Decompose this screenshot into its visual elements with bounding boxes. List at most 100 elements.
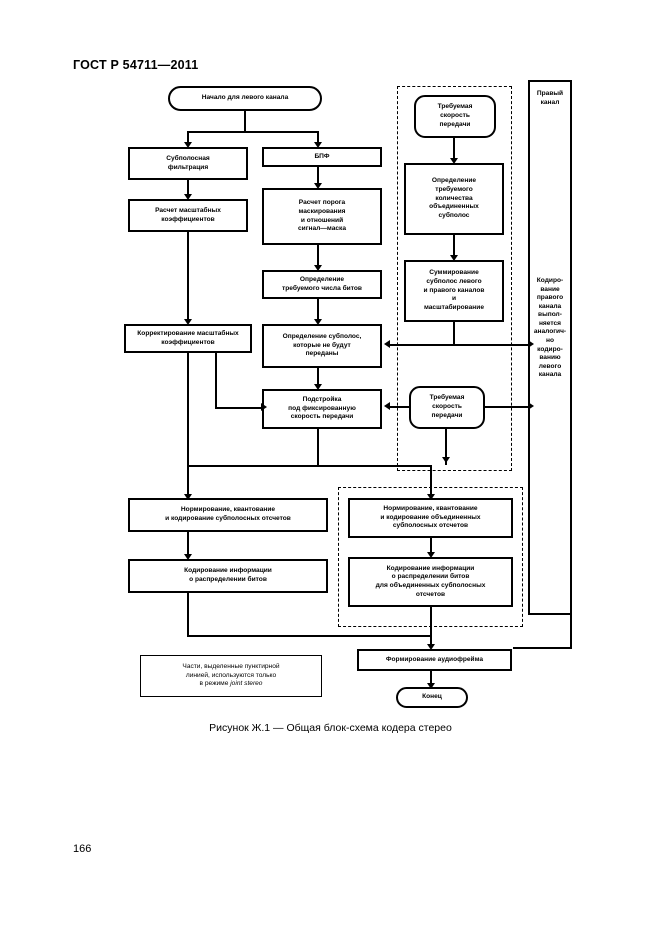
connector-norm-to-bitalloc	[187, 532, 190, 556]
arrow-to-correct-scale	[184, 319, 192, 325]
connector-correct-right-down	[215, 353, 218, 409]
arrow-to-subbands-not-sent	[314, 319, 322, 325]
node-required-bits-label: Определение требуемого числа битов	[282, 275, 362, 292]
connector-rate-mid-to-tuning	[390, 406, 411, 409]
connector-masking-to-bits	[317, 245, 320, 267]
node-start: Начало для левого канала	[168, 86, 322, 111]
arrow-rate-mid-to-right-channel	[528, 402, 534, 410]
connector-joined-norm-to-bitalloc	[430, 538, 433, 554]
node-sum-subbands-label: Суммирование субполос левого и правого к…	[423, 269, 485, 312]
connector-frame-to-end	[430, 671, 433, 685]
node-required-joined-subbands: Определение требуемого количества объеди…	[404, 163, 504, 235]
connector-split-right	[317, 131, 320, 144]
node-required-joined-subbands-label: Определение требуемого количества объеди…	[429, 177, 479, 220]
node-code-bit-allocation-joined: Кодирование информации о распределении б…	[348, 557, 513, 607]
connector-rate-mid-down	[445, 429, 448, 465]
node-end-label: Конец	[422, 693, 442, 701]
connector-correct-right-across	[215, 407, 263, 410]
dashed-region-top	[397, 86, 512, 471]
arrow-to-fixed-rate-tuning	[314, 384, 322, 390]
connector-bits-to-subbands-not-sent	[317, 299, 320, 321]
node-required-bits: Определение требуемого числа битов	[262, 270, 382, 299]
node-code-bit-allocation-joined-label: Кодирование информации о распределении б…	[375, 564, 486, 598]
connector-sum-right-to-channel	[453, 344, 530, 347]
node-norm-quant-code-joined-label: Нормирование, квантование и кодирование …	[380, 504, 481, 530]
node-norm-quant-code-subband: Нормирование, квантование и кодирование …	[128, 498, 328, 532]
connector-split-bar	[187, 131, 319, 134]
connector-bottom-bus	[187, 465, 432, 468]
legend-note-main: Части, выделенные пунктирной линией, исп…	[182, 662, 280, 688]
arrow-to-scale-factors	[184, 194, 192, 200]
arrow-rate-mid-to-tuning	[384, 402, 390, 410]
legend-note-text: Части, выделенные пунктирной линией, исп…	[182, 663, 279, 689]
node-required-rate-top: Требуемая скорость передачи	[414, 95, 496, 138]
connector-notsent-to-tuning	[317, 368, 320, 386]
node-correct-scale-factors-label: Корректирование масштабных коэффициентов	[137, 329, 239, 346]
node-right-channel: Правый канал Кодиро- вание правого канал…	[528, 80, 572, 615]
node-fft-label: БПФ	[314, 152, 330, 160]
connector-start-down	[244, 111, 247, 133]
arrow-to-norm-quant-subband	[184, 494, 192, 500]
connector-right-channel-to-frame	[513, 647, 572, 650]
right-channel-title: Правый канал	[536, 90, 564, 106]
connector-scale-to-correct	[187, 232, 190, 320]
connector-sum-to-notsent	[390, 344, 455, 347]
arrow-to-required-joined-subbands	[450, 158, 458, 164]
connector-bitalloc-to-frame-bus	[187, 635, 430, 638]
arrow-to-fft	[314, 142, 322, 148]
connector-filtering-to-scale	[187, 180, 190, 195]
node-start-label: Начало для левого канала	[201, 94, 289, 102]
figure-caption: Рисунок Ж.1 — Общая блок-схема кодера ст…	[209, 722, 452, 734]
standard-header: ГОСТ Р 54711—2011	[73, 58, 199, 72]
arrow-to-sum-subbands	[450, 255, 458, 261]
node-required-rate-mid-label: Требуемая скорость передачи	[429, 394, 465, 419]
legend-note-box: Части, выделенные пунктирной линией, исп…	[140, 655, 322, 697]
node-norm-quant-code-joined: Нормирование, квантование и кодирование …	[348, 498, 513, 538]
right-channel-body: Кодиро- вание правого канала выпол- няет…	[533, 277, 567, 379]
node-audio-frame: Формирование аудиофрейма	[357, 649, 512, 671]
connector-fft-to-masking	[317, 167, 320, 184]
connector-sum-down	[453, 322, 456, 346]
arrow-to-end	[427, 683, 435, 689]
arrow-rate-mid-down	[442, 457, 450, 463]
arrow-to-audio-frame	[427, 644, 435, 650]
node-required-rate-mid: Требуемая скорость передачи	[409, 386, 485, 429]
node-masking-threshold-label: Расчет порога маскирования и отношений с…	[298, 199, 346, 233]
node-code-bit-allocation-label: Кодирование информации о распределении б…	[184, 567, 272, 583]
node-masking-threshold: Расчет порога маскирования и отношений с…	[262, 188, 382, 245]
connector-bitalloc-down	[187, 593, 190, 637]
node-subband-filtering-label: Субполосная фильтрация	[166, 154, 210, 171]
node-scale-factors-label: Расчет масштабных коэффициентов	[155, 206, 221, 223]
node-norm-quant-code-subband-label: Нормирование, квантование и кодирование …	[165, 506, 291, 522]
connector-tuning-down	[317, 429, 320, 467]
node-required-rate-top-label: Требуемая скорость передачи	[437, 103, 473, 128]
connector-joined-bitalloc-down	[430, 607, 433, 647]
connector-split-left	[187, 131, 190, 144]
node-end: Конец	[396, 687, 468, 708]
connector-bus-to-joint	[430, 465, 433, 495]
connector-right-channel-down	[570, 613, 573, 649]
connector-correct-down-long	[187, 353, 190, 495]
legend-note-italic: joint stereo	[230, 680, 263, 688]
arrow-sum-to-right-channel	[528, 340, 534, 348]
connector-rate-to-joined-count	[453, 138, 456, 160]
connector-rate-mid-to-right	[484, 406, 530, 409]
arrow-to-code-bit-allocation	[184, 554, 192, 560]
node-sum-subbands: Суммирование субполос левого и правого к…	[404, 260, 504, 322]
arrow-to-norm-quant-joined	[427, 494, 435, 500]
arrow-sum-to-notsent	[384, 340, 390, 348]
node-subbands-not-sent: Определение субполос, которые не будут п…	[262, 324, 382, 368]
arrow-to-masking-threshold	[314, 183, 322, 189]
node-audio-frame-label: Формирование аудиофрейма	[385, 655, 484, 663]
node-code-bit-allocation: Кодирование информации о распределении б…	[128, 559, 328, 593]
arrow-correct-to-tuning	[261, 403, 267, 411]
arrow-to-subband-filtering	[184, 142, 192, 148]
arrow-to-required-bits	[314, 265, 322, 271]
node-fixed-rate-tuning-label: Подстройка под фиксированную скорость пе…	[288, 395, 356, 421]
node-correct-scale-factors: Корректирование масштабных коэффициентов	[124, 324, 252, 353]
arrow-to-code-bit-allocation-joined	[427, 552, 435, 558]
node-scale-factors: Расчет масштабных коэффициентов	[128, 199, 248, 232]
node-fft: БПФ	[262, 147, 382, 167]
page-number: 166	[73, 843, 92, 855]
